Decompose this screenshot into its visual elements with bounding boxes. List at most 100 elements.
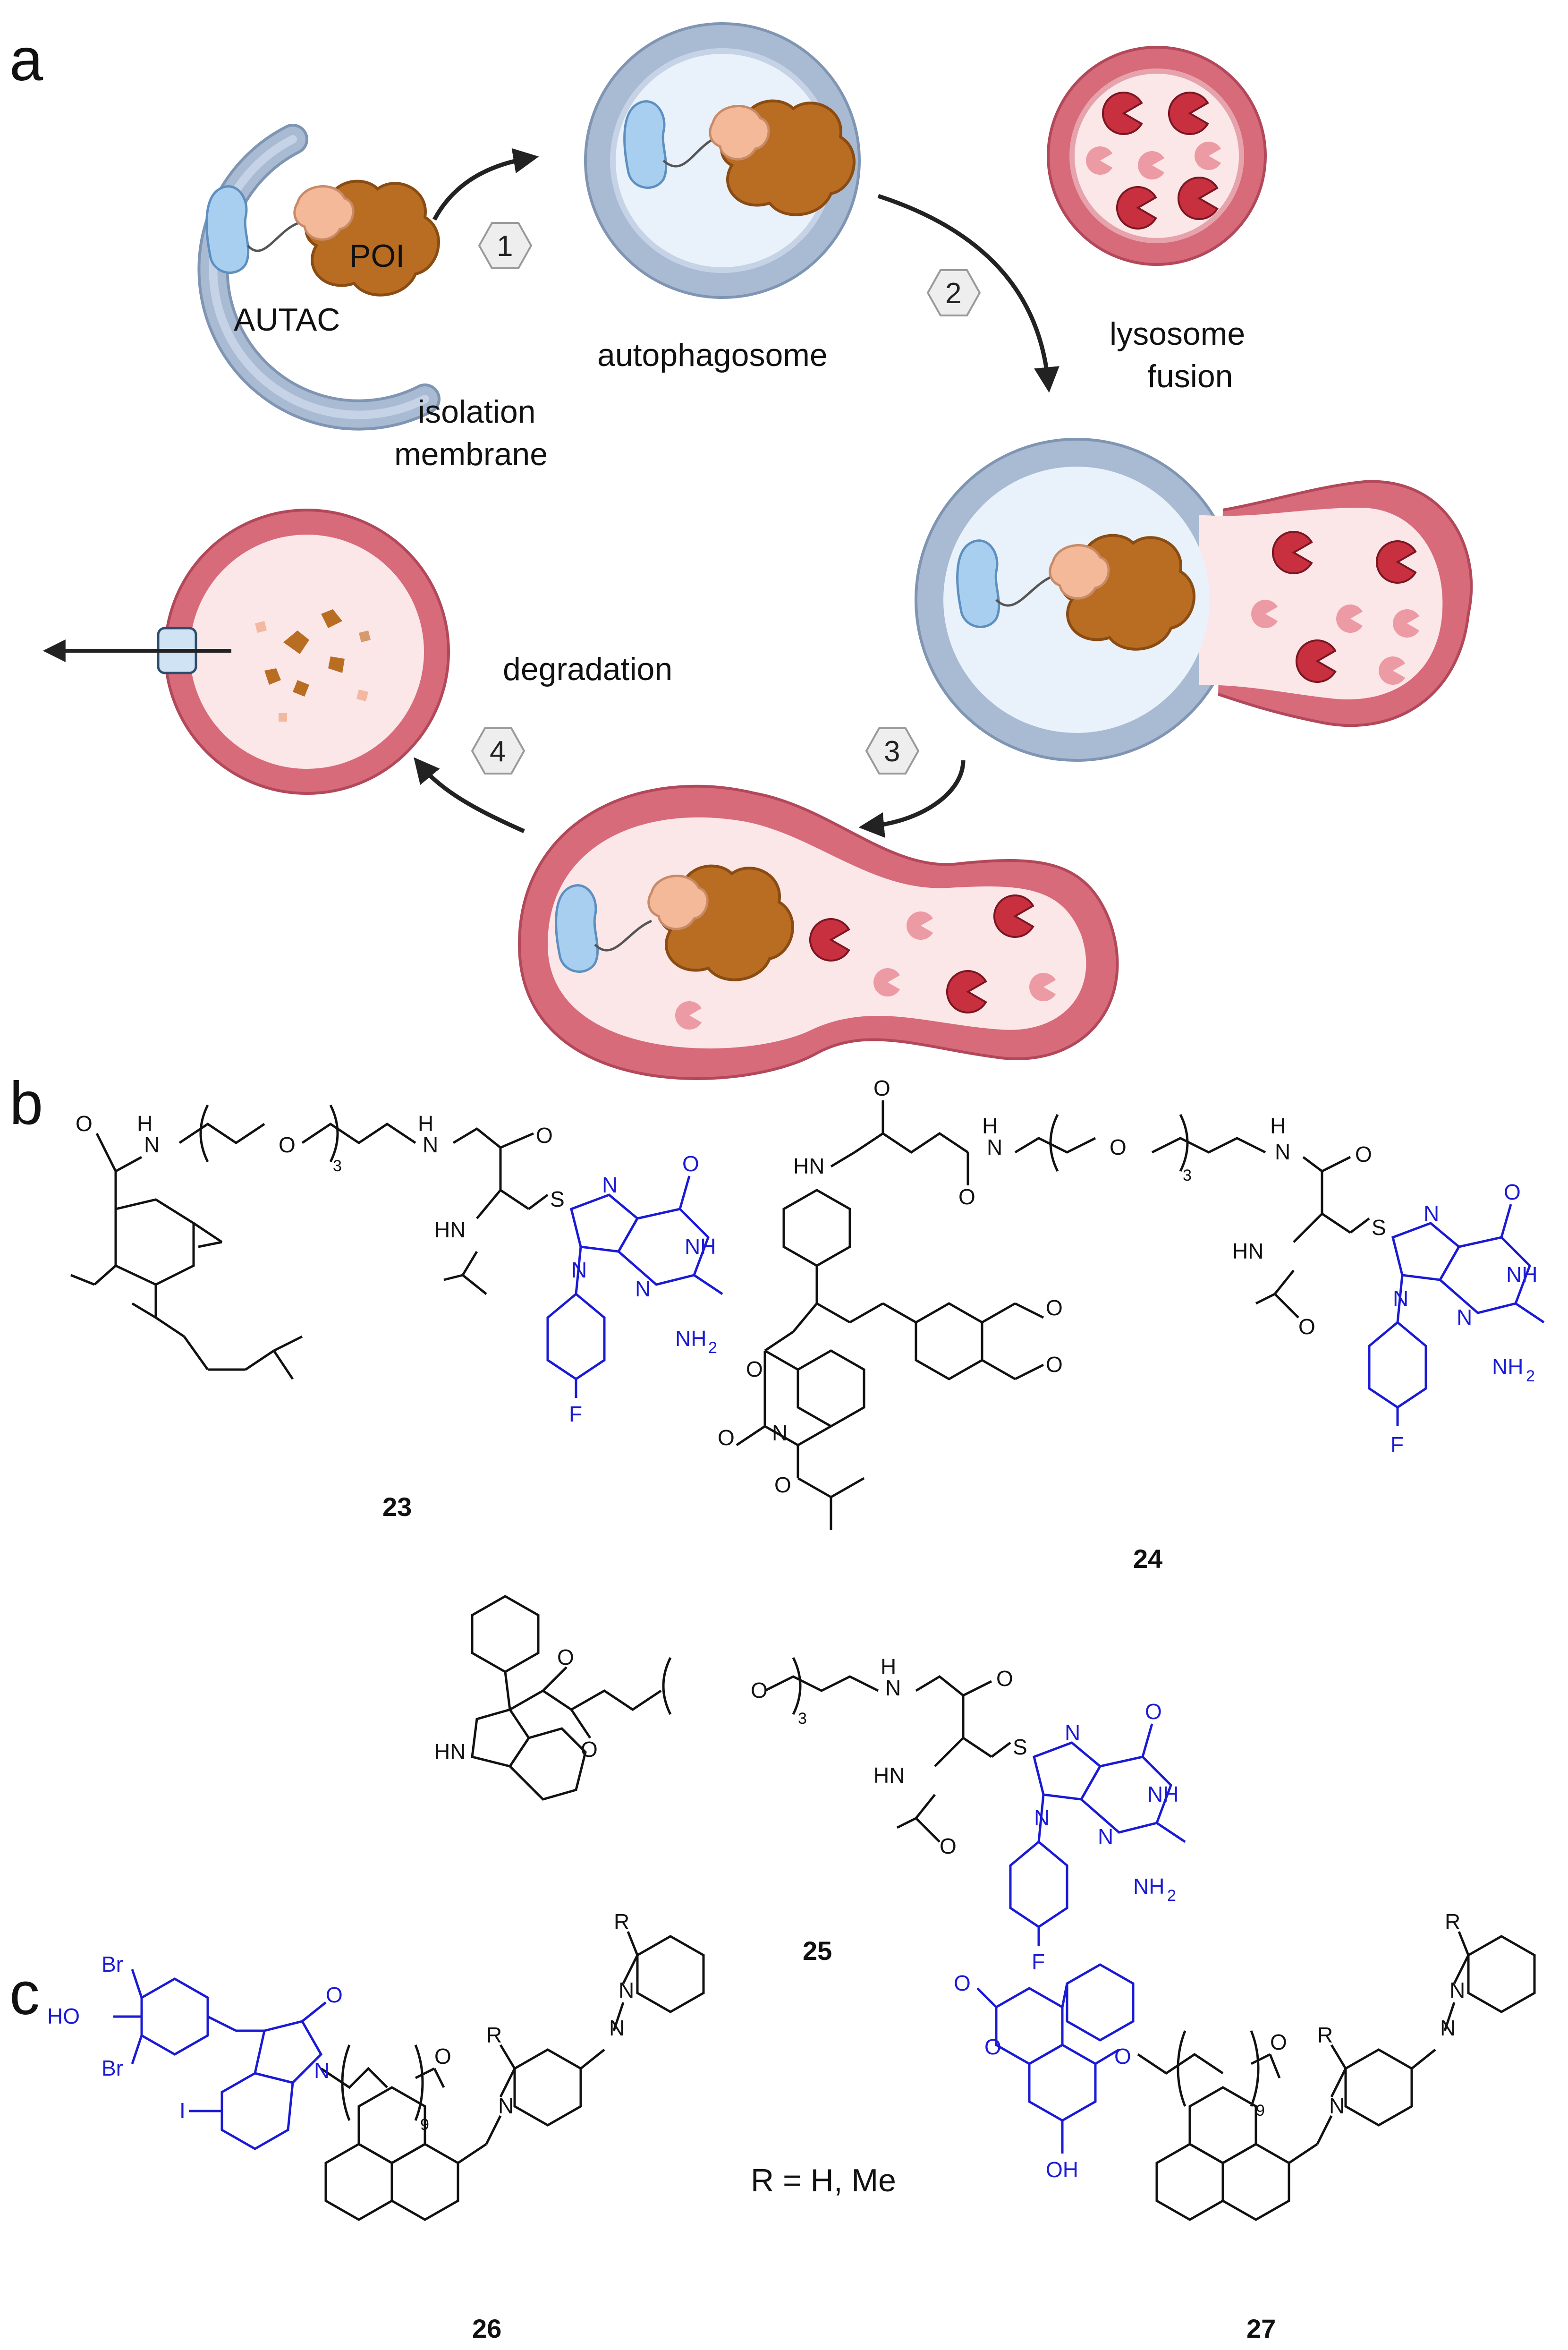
c25-atom-hn2: HN: [873, 1763, 905, 1788]
c23-atom-n2: N: [423, 1132, 438, 1157]
c24-atom-n: N: [987, 1135, 1002, 1159]
c24-atom-n5: N: [1457, 1305, 1472, 1329]
c26-atom-n3: N: [609, 2016, 625, 2040]
c26-atom-n4: N: [619, 1978, 634, 2002]
lysosome: [1047, 46, 1267, 266]
degrading-lysosome: [157, 509, 450, 795]
poi-label: POI: [349, 238, 405, 274]
arrow-step-4: [414, 757, 525, 834]
autolysosome-early: [915, 438, 1473, 762]
compound-24-structure: [736, 1100, 1370, 1530]
c26-atom-r2: R: [614, 1909, 629, 1934]
c23-atom-nh2: NH: [675, 1326, 706, 1351]
c24-sub-2: 2: [1526, 1367, 1535, 1385]
c25-atom-o6: O: [1145, 1699, 1162, 1724]
c26-atom-n2: N: [498, 2094, 514, 2118]
compound-23-structure: [70, 1104, 549, 1380]
c26-atom-ho: HO: [47, 2004, 80, 2028]
c25-sub-2: 2: [1167, 1887, 1176, 1905]
step-3-label: 3: [884, 735, 900, 768]
c25-atom-n: N: [885, 1676, 901, 1700]
c24-atom-h: H: [982, 1114, 998, 1138]
c27-atom-o3: O: [1114, 2044, 1131, 2069]
c26-sub-9: 9: [420, 2116, 429, 2134]
c24-atom-n2: N: [1275, 1140, 1290, 1164]
c24-atom-o11: O: [1504, 1180, 1521, 1204]
compound-27-label: 27: [1246, 2314, 1276, 2343]
c24-atom-o9: O: [718, 1425, 735, 1450]
c24-atom-n4: N: [1424, 1201, 1439, 1226]
lysosome-fusion-label-1: lysosome: [1110, 316, 1245, 352]
c24-atom-n3: N: [772, 1421, 788, 1445]
c24-atom-nh2: NH: [1492, 1354, 1523, 1379]
c25-atom-o5: O: [940, 1834, 957, 1858]
c27-atom-o2: O: [984, 2035, 1001, 2059]
c23-atom-h2: H: [418, 1111, 433, 1136]
panel-label-b: b: [9, 1070, 43, 1137]
c24-atom-f: F: [1390, 1432, 1404, 1457]
c26-atom-r1: R: [486, 2023, 502, 2047]
c24-atom-s: S: [1372, 1215, 1386, 1240]
c25-atom-o2: O: [581, 1737, 598, 1762]
autolysosome-late: [517, 784, 1119, 1080]
c24-atom-h2: H: [1270, 1114, 1286, 1138]
c25-sub-3: 3: [798, 1710, 807, 1728]
compound-25-label: 25: [803, 1936, 832, 1966]
isolation-membrane-label-2: membrane: [394, 436, 548, 472]
c24-atom-o4: O: [1355, 1142, 1372, 1166]
c26-atom-o: O: [326, 1983, 343, 2007]
c23-atom-n: N: [144, 1132, 160, 1157]
c27-atom-n3: N: [1449, 1978, 1465, 2002]
c26-atom-br2: Br: [102, 2056, 123, 2080]
c27-atom-o4: O: [1270, 2030, 1287, 2054]
c23-atom-o3: O: [536, 1123, 553, 1148]
c24-atom-o2: O: [958, 1184, 975, 1209]
c23-atom-o2: O: [279, 1132, 296, 1157]
c23-atom-n3: N: [602, 1173, 618, 1197]
c24-atom-n6: N: [1393, 1286, 1408, 1311]
c27-atom-r1: R: [1317, 2023, 1333, 2047]
c23-atom-h: H: [137, 1111, 153, 1136]
c26-atom-o2: O: [434, 2044, 451, 2069]
c23-atom-o1: O: [76, 1111, 93, 1136]
c23-atom-f: F: [569, 1402, 582, 1426]
c23-atom-hn: HN: [434, 1218, 466, 1242]
c23-atom-n4: N: [635, 1277, 651, 1301]
compound-26-label: 26: [472, 2314, 501, 2343]
c23-sub-2: 2: [708, 1339, 717, 1357]
c25-atom-h: H: [881, 1654, 896, 1679]
c27-atom-n1: N: [1329, 2094, 1345, 2118]
compound-24-label: 24: [1133, 1544, 1162, 1574]
c26-atom-i: I: [179, 2098, 186, 2123]
degradation-label: degradation: [503, 651, 672, 687]
step-1-label: 1: [497, 230, 513, 263]
autophagosome-label: autophagosome: [597, 337, 828, 373]
c27-atom-r2: R: [1445, 1909, 1460, 1934]
c24-atom-hn2: HN: [1232, 1239, 1263, 1263]
arrow-step-3: [858, 760, 966, 838]
compound-27-linker-azo: [1137, 1931, 1536, 2221]
autac-poi-complex-1: [207, 181, 439, 295]
c25-atom-o3: O: [751, 1678, 768, 1703]
step-2-label: 2: [945, 277, 961, 310]
c25-atom-n3: N: [1098, 1824, 1113, 1849]
panel-label-c: c: [9, 1960, 40, 2027]
compound-26-linker-azo: [320, 1931, 705, 2221]
c27-atom-oh: OH: [1046, 2157, 1078, 2182]
c24-sub-3: 3: [1183, 1166, 1192, 1184]
c23-atom-o4: O: [682, 1151, 699, 1176]
compound-23-label: 23: [382, 1492, 412, 1522]
isolation-membrane-label-1: isolation: [418, 394, 536, 430]
arrow-step-1: [432, 148, 539, 221]
autophagosome: [584, 22, 861, 299]
c24-atom-nh: NH: [1506, 1262, 1537, 1287]
c25-atom-o4: O: [996, 1666, 1013, 1691]
c23-atom-n5: N: [571, 1258, 587, 1282]
lysosome-fusion-label-2: fusion: [1147, 358, 1233, 394]
compound-27-blue-core: [976, 1963, 1135, 2154]
panel-label-a: a: [9, 26, 43, 94]
c24-atom-o6: O: [1046, 1295, 1063, 1320]
arrow-step-2: [877, 194, 1059, 393]
c26-atom-br1: Br: [102, 1952, 123, 1976]
compound-23-purine: [546, 1175, 723, 1398]
